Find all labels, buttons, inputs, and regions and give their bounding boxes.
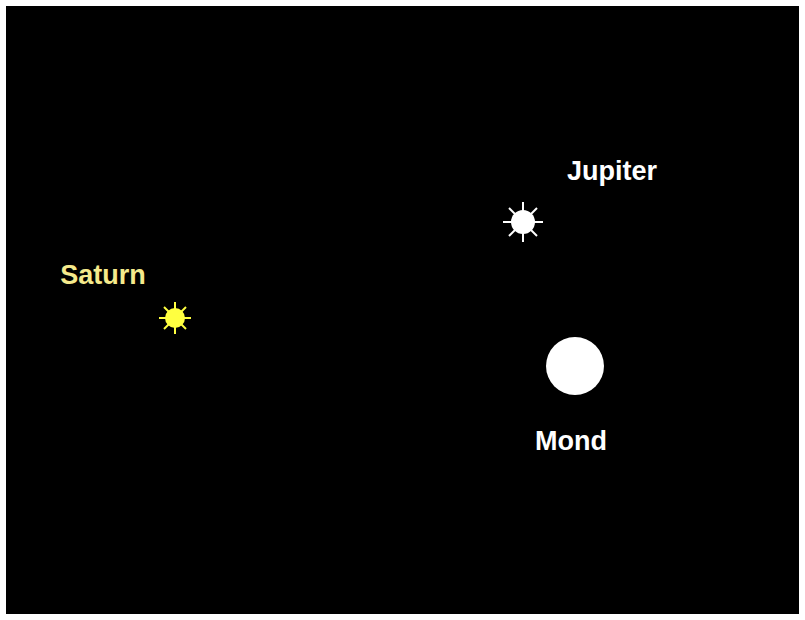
sky-background — [6, 6, 799, 614]
jupiter-star — [503, 202, 543, 242]
moon-label: Mond — [535, 428, 607, 455]
planet-label: Jupiter — [567, 158, 657, 185]
moon-disc — [546, 337, 604, 395]
planet-label: Saturn — [60, 262, 146, 289]
saturn-star — [159, 302, 191, 334]
